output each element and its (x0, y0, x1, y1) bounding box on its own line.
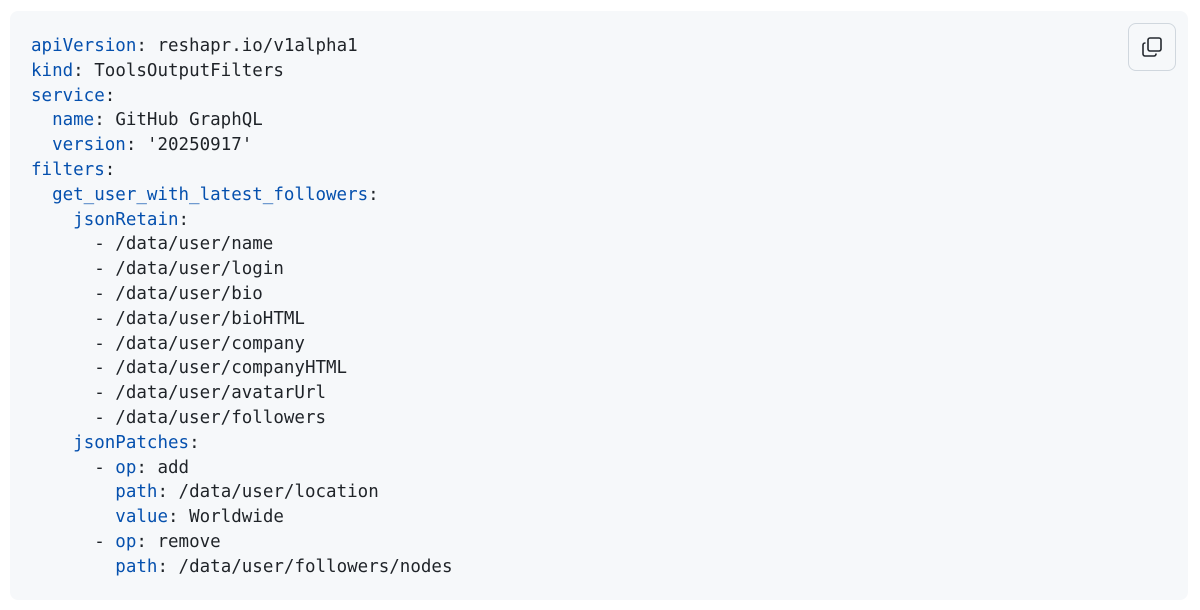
code-indent (31, 185, 52, 205)
yaml-value: reshapr.io/v1alpha1 (157, 36, 358, 56)
code-line: - op: add (31, 456, 452, 481)
yaml-value: ToolsOutputFilters (94, 60, 284, 81)
yaml-key: path (115, 556, 158, 577)
yaml-colon: : (73, 60, 84, 81)
code-line: apiVersion: reshapr.io/v1alpha1 (31, 34, 452, 59)
yaml-value: /data/user/followers/nodes (178, 556, 453, 577)
list-dash: - (94, 283, 116, 304)
yaml-key: get_user_with_latest_followers (52, 184, 369, 205)
code-indent (31, 383, 94, 403)
yaml-colon: : (157, 482, 168, 503)
code-line: get_user_with_latest_followers: (31, 183, 452, 208)
list-dash: - (94, 308, 116, 329)
yaml-value: /data/user/companyHTML (115, 358, 348, 379)
yaml-key: service (31, 85, 105, 106)
list-dash: - (94, 234, 116, 255)
code-line: version: '20250917' (31, 133, 452, 158)
code-indent (31, 284, 94, 304)
code-indent (31, 135, 52, 155)
code-line: filters: (31, 158, 452, 183)
code-line: name: GitHub GraphQL (31, 108, 452, 133)
yaml-key: jsonPatches (73, 432, 190, 453)
code-line: kind: ToolsOutputFilters (31, 59, 452, 84)
code-line: - /data/user/name (31, 232, 452, 257)
code-line: - /data/user/bioHTML (31, 307, 452, 332)
code-indent (31, 309, 94, 329)
code-indent (31, 507, 115, 527)
yaml-colon: : (136, 457, 147, 478)
code-indent (31, 259, 94, 279)
yaml-key: version (52, 135, 126, 156)
yaml-value: /data/user/bio (115, 283, 263, 304)
yaml-value: /data/user/name (115, 234, 274, 255)
yaml-key: op (115, 457, 137, 478)
code-indent (31, 358, 94, 378)
yaml-value: '20250917' (146, 135, 253, 156)
yaml-key: apiVersion (31, 36, 137, 56)
yaml-key: name (52, 110, 95, 131)
yaml-colon: : (157, 556, 168, 577)
yaml-key: op (115, 531, 137, 552)
yaml-value: /data/user/location (178, 482, 379, 503)
yaml-colon: : (189, 432, 200, 453)
yaml-value: /data/user/followers (115, 407, 327, 428)
yaml-colon: : (368, 184, 379, 205)
code-indent (31, 334, 94, 354)
yaml-colon: : (167, 507, 179, 528)
code-indent (31, 110, 52, 130)
code-line: - /data/user/company (31, 332, 452, 357)
code-indent (31, 532, 94, 552)
code-line: jsonPatches: (31, 431, 452, 456)
code-line: - /data/user/followers (31, 406, 452, 431)
code-indent (31, 458, 94, 478)
list-dash: - (94, 407, 116, 428)
yaml-value: /data/user/bioHTML (115, 308, 305, 329)
yaml-colon: : (104, 85, 116, 106)
yaml-colon: : (136, 36, 147, 56)
code-line: path: /data/user/followers/nodes (31, 555, 452, 580)
list-dash: - (94, 531, 116, 552)
yaml-colon: : (94, 110, 105, 131)
code-line: - /data/user/bio (31, 282, 452, 307)
yaml-colon: : (104, 159, 116, 180)
yaml-key: value (115, 507, 168, 528)
yaml-colon: : (136, 531, 147, 552)
list-dash: - (94, 358, 116, 379)
list-dash: - (94, 457, 116, 478)
yaml-colon: : (178, 209, 190, 230)
code-indent (31, 210, 73, 230)
yaml-value: add (157, 457, 190, 478)
code-indent (31, 557, 115, 577)
code-indent (31, 234, 94, 254)
list-dash: - (94, 333, 116, 354)
yaml-value: Worldwide (189, 507, 284, 528)
code-line: path: /data/user/location (31, 480, 452, 505)
yaml-value: remove (157, 531, 221, 552)
yaml-key: jsonRetain (73, 209, 179, 230)
code-line: - /data/user/avatarUrl (31, 381, 452, 406)
code-line: - /data/user/companyHTML (31, 356, 452, 381)
copy-icon (1141, 36, 1163, 58)
code-line: jsonRetain: (31, 208, 452, 233)
yaml-key: filters (31, 159, 105, 180)
code-line: - op: remove (31, 530, 452, 555)
yaml-value: /data/user/login (115, 259, 284, 280)
yaml-value: /data/user/company (115, 333, 305, 354)
copy-button[interactable] (1128, 23, 1176, 71)
yaml-key: kind (31, 60, 74, 81)
code-indent (31, 433, 73, 453)
yaml-key: path (115, 482, 158, 503)
code-line: - /data/user/login (31, 257, 452, 282)
code-line: value: Worldwide (31, 505, 452, 530)
yaml-colon: : (125, 135, 137, 156)
list-dash: - (94, 259, 116, 280)
yaml-value: /data/user/avatarUrl (115, 383, 327, 404)
list-dash: - (94, 383, 116, 404)
code-indent (31, 408, 94, 428)
yaml-value: GitHub GraphQL (115, 110, 263, 131)
code-line: service: (31, 84, 452, 109)
code-indent (31, 482, 115, 502)
